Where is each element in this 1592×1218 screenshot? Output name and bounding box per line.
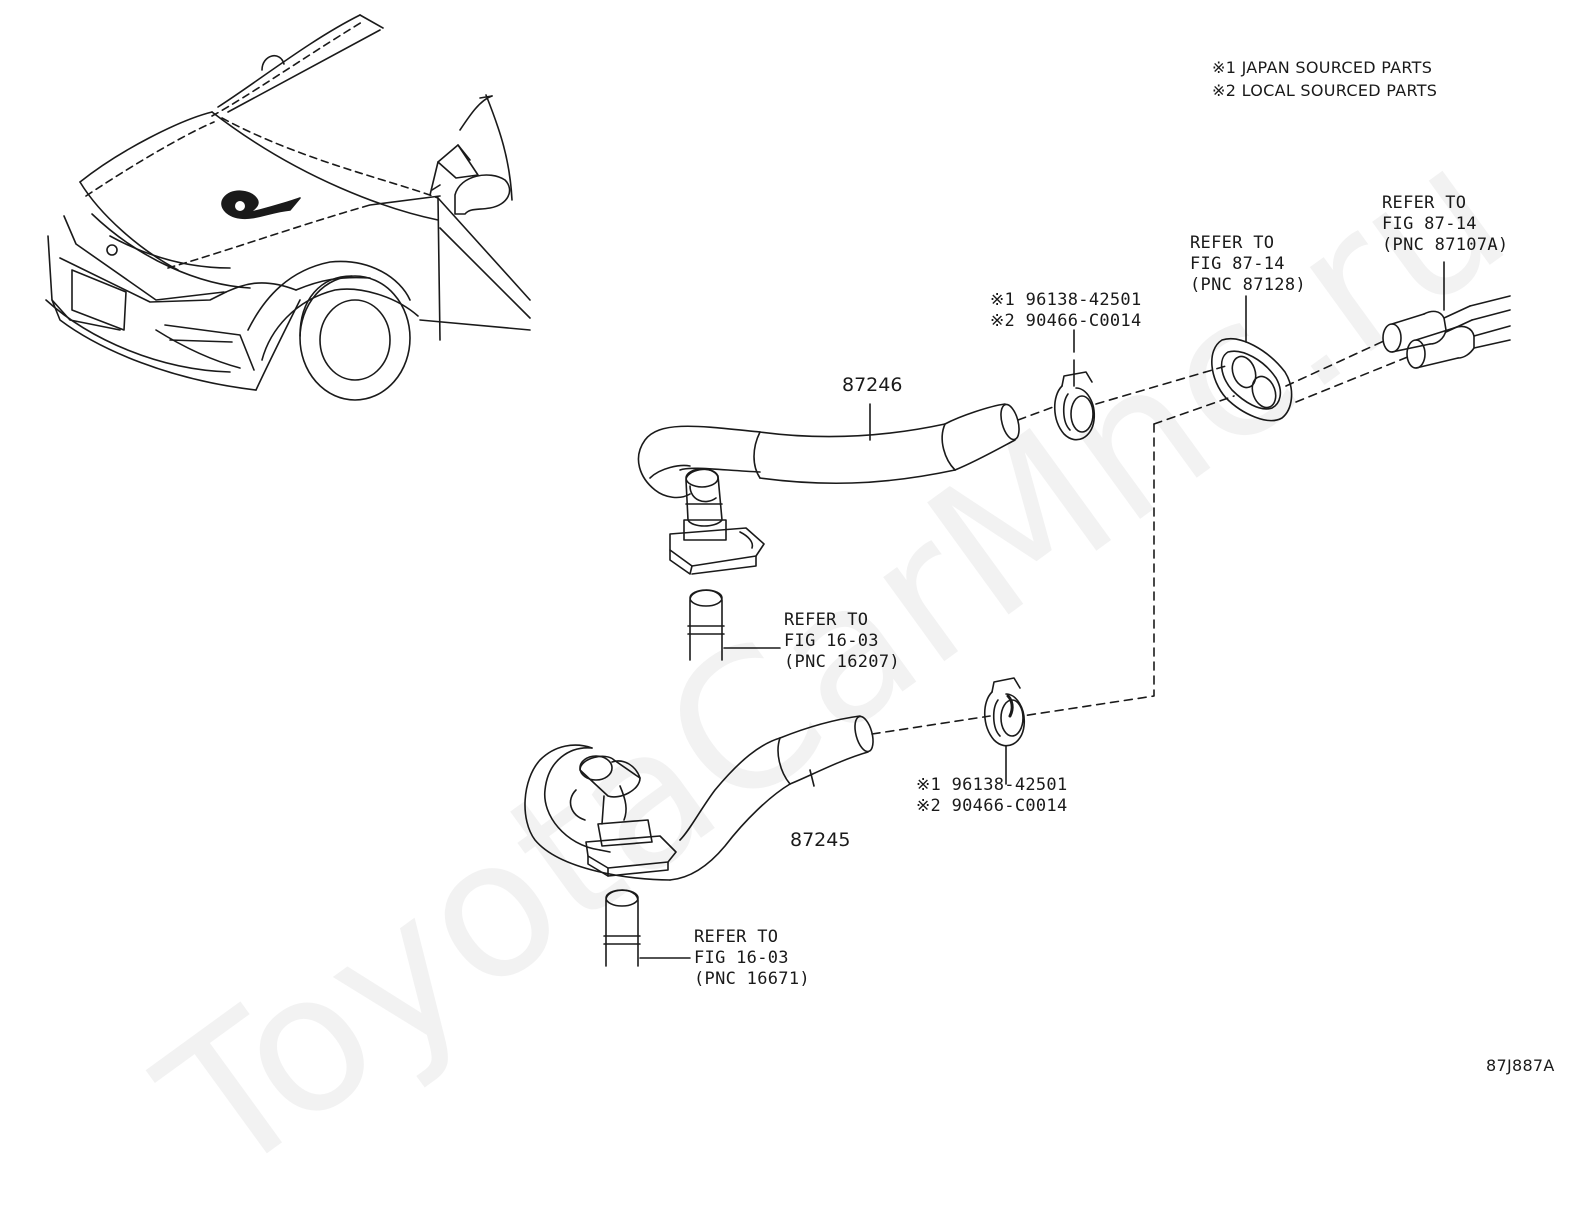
- ref-87128-line1: REFER TO: [1190, 233, 1275, 253]
- clamp-upper-part1: ※1 96138-42501: [990, 290, 1142, 310]
- hose-87245: [524, 715, 874, 967]
- legend-local-parts: ※2 LOCAL SOURCED PARTS: [1212, 81, 1438, 100]
- clamp-lower-part2: ※2 90466-C0014: [916, 796, 1068, 816]
- grommet: [1211, 295, 1293, 422]
- ref-16207-line3: (PNC 16207): [784, 652, 900, 672]
- vehicle-illustration: [45, 14, 531, 401]
- legend-japan-parts: ※1 JAPAN SOURCED PARTS: [1212, 58, 1433, 77]
- ref-87128-line3: (PNC 87128): [1190, 275, 1306, 295]
- ref-16671-line1: REFER TO: [694, 927, 779, 947]
- ref-16207-line2: FIG 16-03: [784, 631, 879, 651]
- ref-87107a-line1: REFER TO: [1382, 193, 1467, 213]
- leader-lines: [809, 403, 871, 787]
- clamp-upper-part2: ※2 90466-C0014: [990, 311, 1142, 331]
- ref-87107a-line2: FIG 87-14: [1382, 214, 1477, 234]
- part-number-87246: 87246: [842, 374, 903, 396]
- clamp-upper: [1053, 329, 1096, 441]
- ref-16671-line3: (PNC 16671): [694, 969, 810, 989]
- hose-87246: [637, 403, 1020, 661]
- ref-16207-line1: REFER TO: [784, 610, 869, 630]
- ref-87128-line2: FIG 87-14: [1190, 254, 1285, 274]
- ref-label-87107a: REFER TO FIG 87-14 (PNC 87107A): [1382, 193, 1508, 256]
- ref-label-87128: REFER TO FIG 87-14 (PNC 87128): [1190, 233, 1306, 296]
- ref-16671-line2: FIG 16-03: [694, 948, 789, 968]
- part-number-87245: 87245: [790, 829, 851, 851]
- connector-lines: [871, 339, 1411, 735]
- diagram-code: 87J887A: [1486, 1056, 1555, 1075]
- ref-87107a-line3: (PNC 87107A): [1382, 235, 1509, 255]
- ref-label-16207: REFER TO FIG 16-03 (PNC 16207): [784, 610, 900, 673]
- clamp-lower: [983, 677, 1026, 785]
- clamp-lower-part1: ※1 96138-42501: [916, 775, 1068, 795]
- clamp-upper-part-numbers: ※1 96138-42501 ※2 90466-C0014: [990, 290, 1142, 332]
- parts-diagram: [45, 14, 1511, 967]
- washer-tubes: [1382, 261, 1511, 369]
- clamp-lower-part-numbers: ※1 96138-42501 ※2 90466-C0014: [916, 775, 1068, 817]
- ref-label-16671: REFER TO FIG 16-03 (PNC 16671): [694, 927, 810, 990]
